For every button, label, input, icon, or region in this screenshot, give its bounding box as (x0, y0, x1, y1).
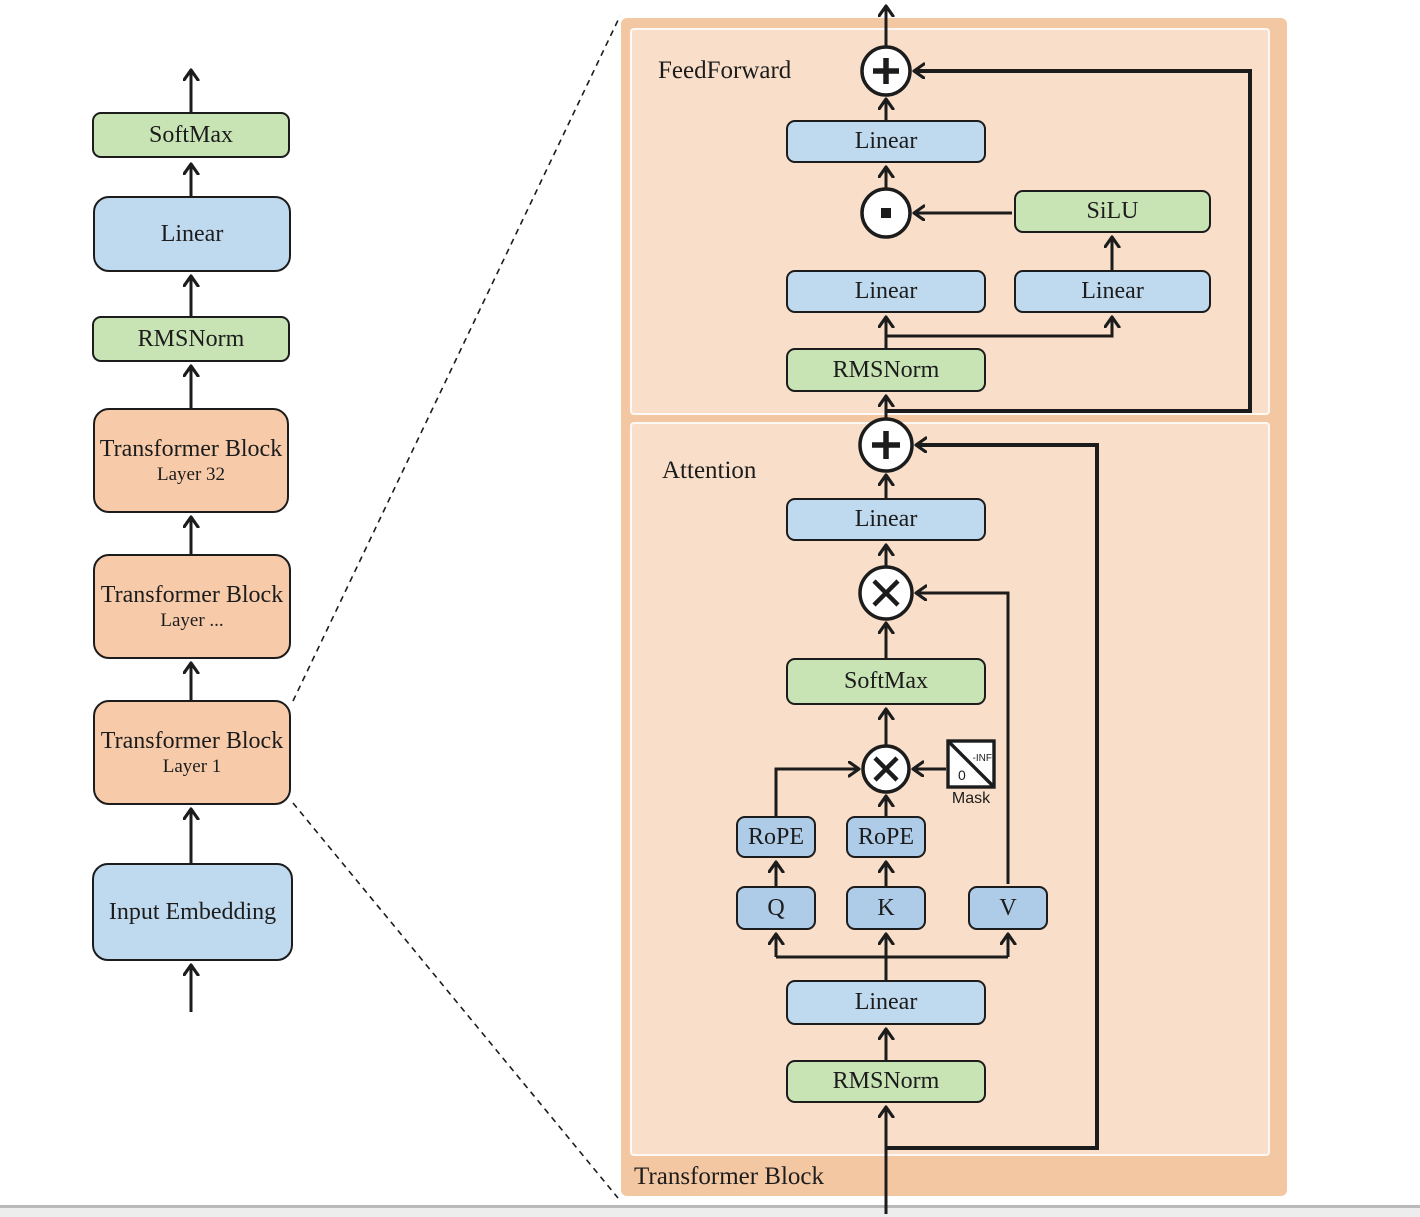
bottom-divider (0, 1205, 1420, 1208)
dot-icon (881, 208, 891, 218)
box-label: K (877, 894, 895, 921)
box-label: RoPE (857, 823, 914, 850)
left-softmax-box: SoftMax (92, 112, 290, 158)
box-label: Linear (160, 220, 224, 247)
feedforward-label: FeedForward (658, 57, 792, 84)
box-label: Linear (854, 278, 918, 305)
ff-rmsnorm-box: RMSNorm (786, 348, 986, 392)
box-sublabel: Layer 32 (156, 463, 226, 485)
cross-icon (873, 756, 899, 782)
box-label: Transformer Block (99, 436, 283, 463)
causal-mask: 0 -INF Mask (946, 739, 996, 807)
box-sublabel: Layer 1 (162, 755, 222, 777)
v-to-matmul-line (916, 593, 1010, 884)
left-rmsnorm-box: RMSNorm (92, 316, 290, 362)
box-label: Transformer Block (100, 728, 284, 755)
box-label: Q (767, 894, 785, 921)
transformer-block-label: Transformer Block (634, 1163, 825, 1190)
box-label: Linear (1081, 278, 1144, 305)
q-box: Q (736, 886, 816, 930)
box-label: Linear (854, 128, 918, 155)
cross-icon (872, 579, 900, 607)
ff-linear-gate-box: Linear (786, 270, 986, 313)
box-label: RoPE (747, 823, 804, 850)
attention-panel (630, 422, 1270, 1156)
rope-k-box: RoPE (846, 816, 926, 858)
box-sublabel: Layer ... (160, 609, 224, 631)
zoom-guide-top (292, 15, 621, 702)
input-embedding-box: Input Embedding (92, 863, 293, 961)
box-label: SoftMax (149, 121, 233, 148)
box-label: Transformer Block (100, 582, 284, 609)
ff-linear-up-box: Linear (1014, 270, 1211, 313)
operator-glyphs (858, 45, 914, 794)
ff-silu-box: SiLU (1014, 190, 1211, 233)
box-label: Linear (854, 989, 918, 1016)
attention-label: Attention (662, 457, 757, 484)
box-label: V (999, 894, 1017, 921)
ff-residual-line (886, 71, 1252, 413)
mask-zero-value: 0 (958, 767, 966, 783)
mask-label: Mask (952, 790, 991, 807)
zoom-guide-bottom (292, 802, 619, 1199)
plus-icon (873, 58, 899, 84)
ff-linear-out-box: Linear (786, 120, 986, 163)
plus-icon (872, 431, 900, 459)
box-label: RMSNorm (832, 356, 940, 383)
box-label: Linear (854, 506, 918, 533)
rope-q-box: RoPE (736, 816, 816, 858)
bottom-strip (0, 1208, 1420, 1217)
mask-neginf-value: -INF (973, 753, 992, 764)
att-linear-qkv-box: Linear (786, 980, 986, 1025)
box-label: SoftMax (844, 668, 928, 695)
box-label: SiLU (1086, 198, 1139, 225)
ropeq-to-qkmatmul-line (774, 769, 859, 816)
v-box: V (968, 886, 1048, 930)
qkv-branch-line (776, 955, 1008, 980)
k-box: K (846, 886, 926, 930)
box-label: RMSNorm (137, 325, 245, 352)
mask-diagonal (947, 740, 995, 788)
branch-ffrmsnorm-to-linearup (886, 317, 1112, 338)
box-label: Input Embedding (108, 898, 277, 925)
att-softmax-box: SoftMax (786, 658, 986, 705)
attention-residual-line (886, 445, 1099, 1150)
att-rmsnorm-box: RMSNorm (786, 1060, 986, 1103)
left-linear-box: Linear (93, 196, 291, 272)
box-label: RMSNorm (832, 1068, 940, 1095)
att-linear-out-box: Linear (786, 498, 986, 541)
